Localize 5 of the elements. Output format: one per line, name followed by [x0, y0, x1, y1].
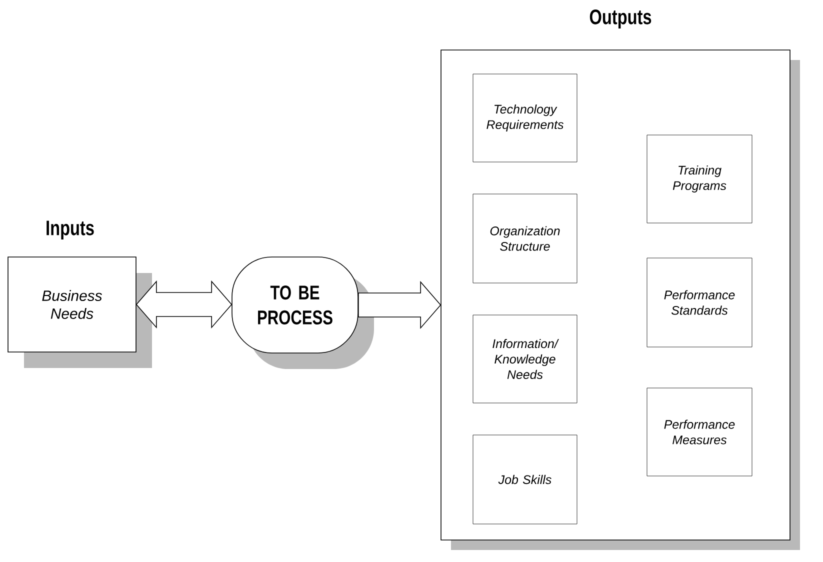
- input-box: Business Needs: [8, 256, 152, 368]
- block-arrow: [358, 280, 442, 330]
- section-heading: Inputs: [46, 220, 94, 240]
- section-heading: Outputs: [590, 10, 652, 28]
- process-terminal: TO BE PROCESS: [232, 256, 374, 369]
